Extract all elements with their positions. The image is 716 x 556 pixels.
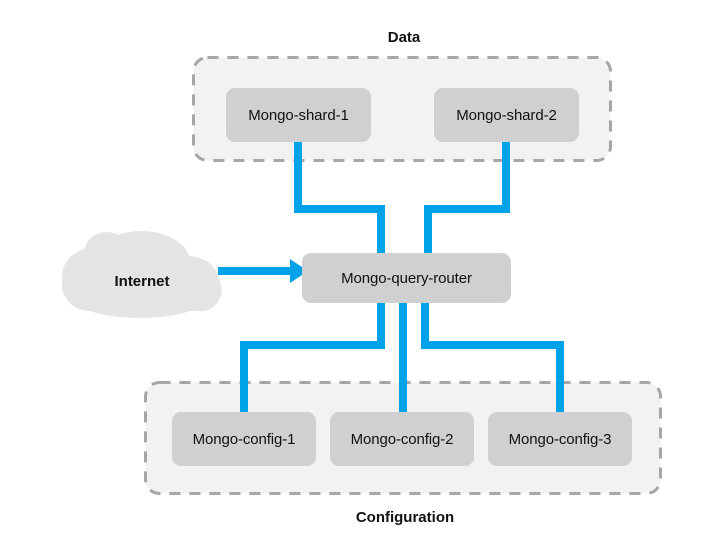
node-mongo-shard-2[interactable]: Mongo-shard-2 — [434, 88, 579, 142]
internet-label: Internet — [114, 273, 170, 290]
group-configuration-title: Configuration — [355, 509, 455, 526]
connector-shard-2-to-router — [424, 138, 510, 257]
connector-internet-to-router — [218, 259, 308, 283]
node-mongo-shard-1[interactable]: Mongo-shard-1 — [226, 88, 371, 142]
node-mongo-config-3[interactable]: Mongo-config-3 — [488, 412, 632, 466]
connector-router-to-config-3 — [421, 299, 564, 416]
internet-cloud-icon — [62, 231, 222, 318]
node-mongo-config-1[interactable]: Mongo-config-1 — [172, 412, 316, 466]
node-mongo-query-router[interactable]: Mongo-query-router — [302, 253, 511, 303]
connector-router-to-config-1 — [240, 299, 385, 416]
group-data-title: Data — [387, 29, 421, 46]
node-mongo-config-2[interactable]: Mongo-config-2 — [330, 412, 474, 466]
connector-shard-1-to-router — [294, 138, 385, 257]
